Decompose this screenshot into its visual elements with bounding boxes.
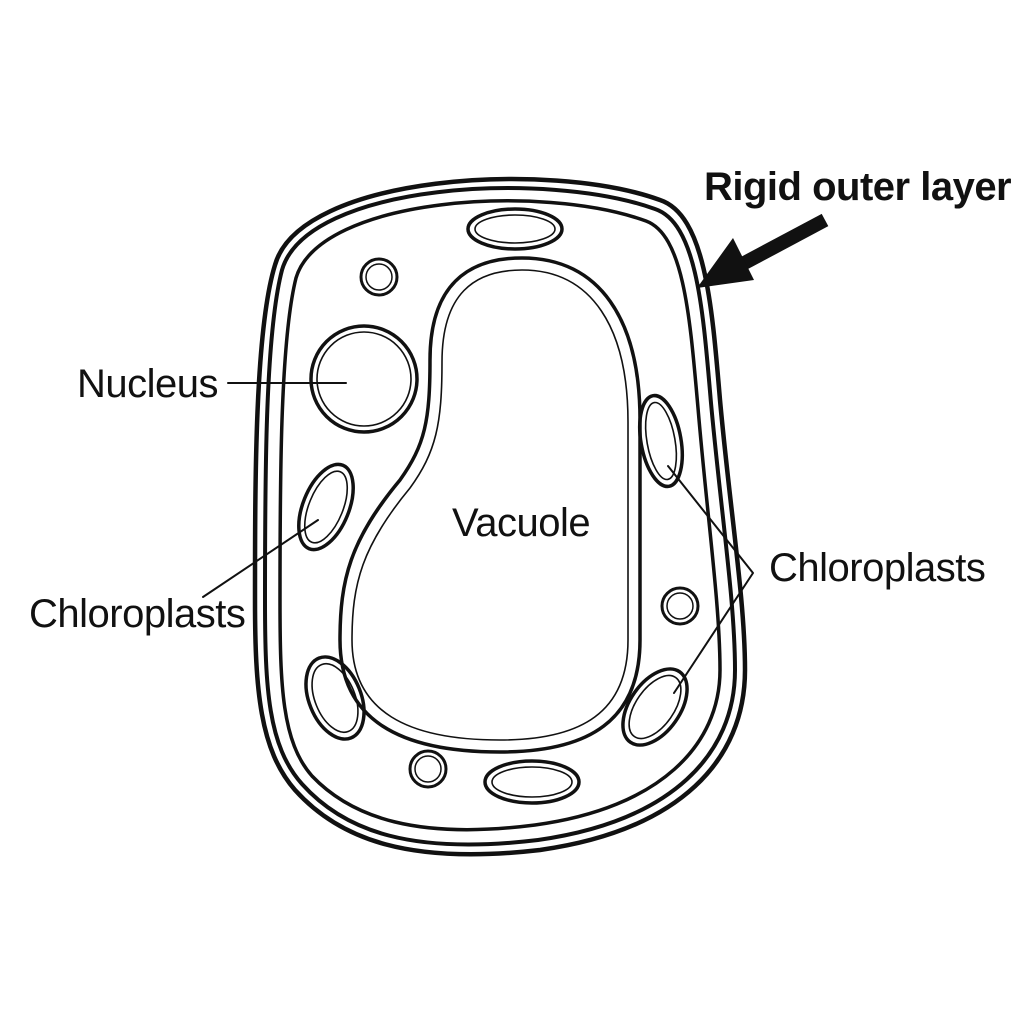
chloroplast-top bbox=[466, 207, 564, 251]
chloroplast-left-leader-line bbox=[202, 519, 319, 598]
chloroplast-right-upper bbox=[637, 393, 685, 489]
chloroplast-right-leader-line bbox=[667, 465, 754, 694]
vacuole-label: Vacuole bbox=[452, 501, 591, 545]
arrow-icon bbox=[697, 213, 829, 288]
chloroplast-left bbox=[297, 462, 355, 552]
organelle-small-bottom bbox=[408, 749, 448, 789]
cell-membrane bbox=[278, 199, 722, 832]
vacuole-inner-line bbox=[351, 269, 629, 741]
cell-wall-middle bbox=[263, 186, 737, 847]
cell-wall-outer bbox=[252, 176, 748, 857]
chloroplast-bottom bbox=[483, 759, 581, 805]
outer-layer-label: Rigid outer layer bbox=[704, 165, 1012, 209]
organelle-small-right bbox=[660, 586, 700, 626]
chloroplast-bottom-left bbox=[304, 655, 366, 741]
chloroplasts-right-label: Chloroplasts bbox=[769, 546, 986, 590]
organelle-small-top-left bbox=[359, 257, 399, 297]
nucleus-label: Nucleus bbox=[77, 362, 219, 406]
chloroplast-right-lower bbox=[621, 667, 689, 747]
nucleus bbox=[309, 324, 419, 434]
chloroplasts-left-label: Chloroplasts bbox=[29, 592, 246, 636]
